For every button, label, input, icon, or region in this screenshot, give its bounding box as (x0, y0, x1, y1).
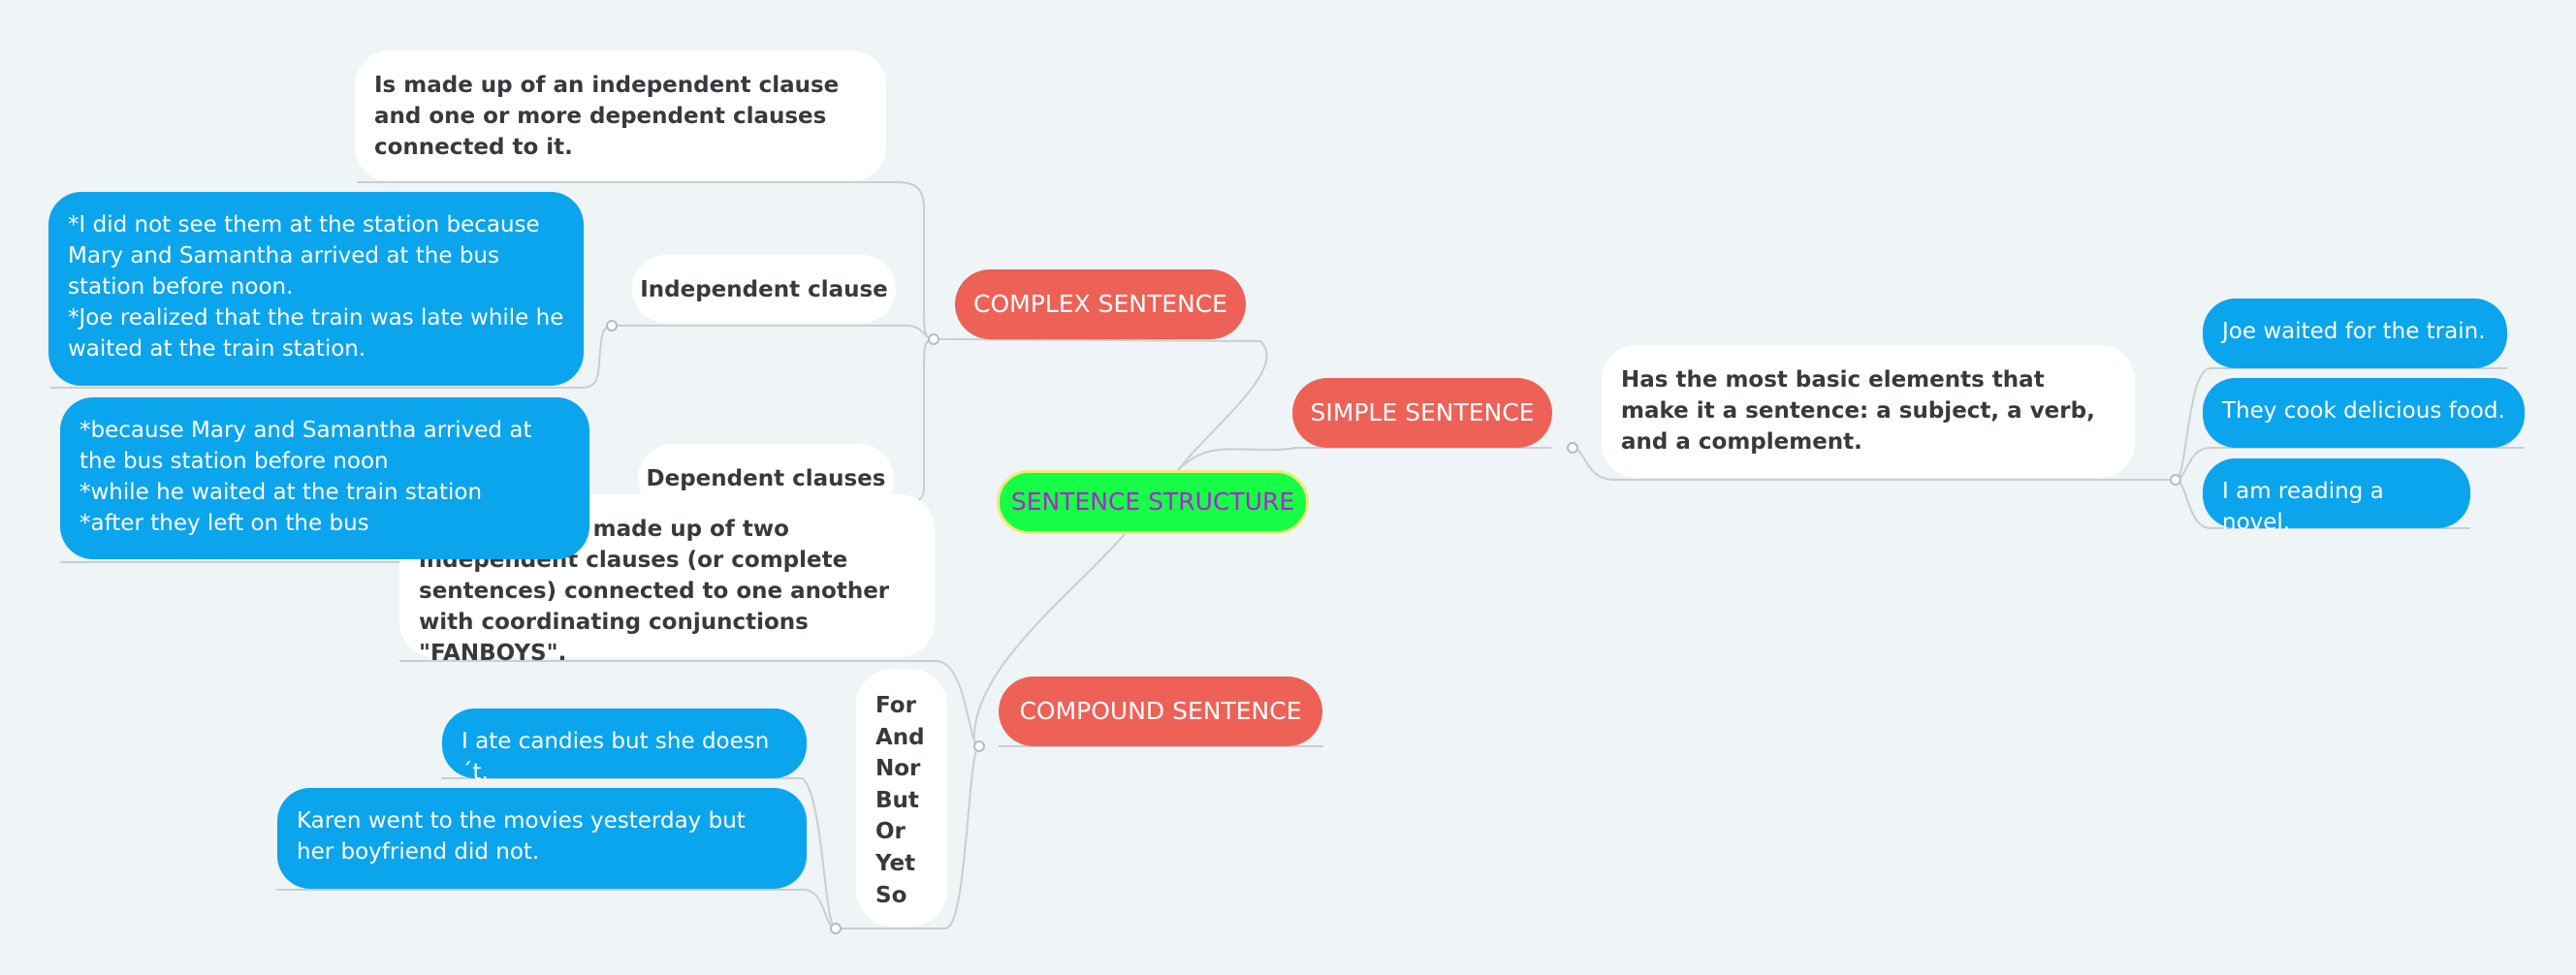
junction-simple-examples (2170, 474, 2181, 486)
simple-example-2[interactable]: They cook delicious food. (2203, 378, 2525, 448)
topic-simple-sentence[interactable]: SIMPLE SENTENCE (1292, 378, 1552, 448)
connector-compound-fanboys (836, 745, 980, 929)
connector-fanboys-example-2 (276, 889, 837, 929)
connector-simple-example-1 (2175, 367, 2507, 481)
compound-example-2[interactable]: Karen went to the movies yesterday but h… (277, 788, 807, 889)
independent-clause-label[interactable]: Independent clause (632, 255, 896, 323)
simple-example-3[interactable]: I am reading a novel. (2203, 458, 2470, 535)
simple-example-1[interactable]: Joe waited for the train. (2203, 299, 2507, 368)
connector-fanboys-example-1 (441, 777, 837, 929)
connector-root-complex (1177, 340, 1268, 471)
dependent-clauses-example[interactable]: *because Mary and Samantha arrived at th… (60, 397, 589, 559)
junction-simple (1567, 442, 1578, 454)
fanboys-conjunctions[interactable]: For And Nor But Or Yet So (856, 669, 947, 927)
topic-compound-sentence[interactable]: COMPOUND SENTENCE (999, 676, 1322, 746)
connector-root-compound (972, 533, 1126, 743)
complex-definition[interactable]: Is made up of an independent clause and … (355, 50, 886, 181)
connector-complex-underline (954, 338, 1261, 342)
compound-definition[interactable]: Is a sentence made up of two independent… (399, 494, 935, 666)
junction-independent (606, 320, 618, 331)
topic-complex-sentence[interactable]: COMPLEX SENTENCE (955, 269, 1246, 339)
central-topic[interactable]: SENTENCE STRUCTURE (997, 470, 1309, 534)
junction-fanboys (830, 923, 842, 934)
simple-definition[interactable]: Has the most basic elements that make it… (1602, 345, 2135, 478)
junction-complex (928, 333, 939, 345)
connector-complex-independent (612, 325, 935, 340)
connector-root-simple (1177, 447, 1300, 471)
independent-clause-example[interactable]: *I did not see them at the station becau… (48, 192, 584, 386)
junction-compound (973, 740, 985, 752)
compound-example-1[interactable]: I ate candies but she doesn´t. (442, 708, 807, 785)
connector-independent-example (50, 325, 613, 389)
